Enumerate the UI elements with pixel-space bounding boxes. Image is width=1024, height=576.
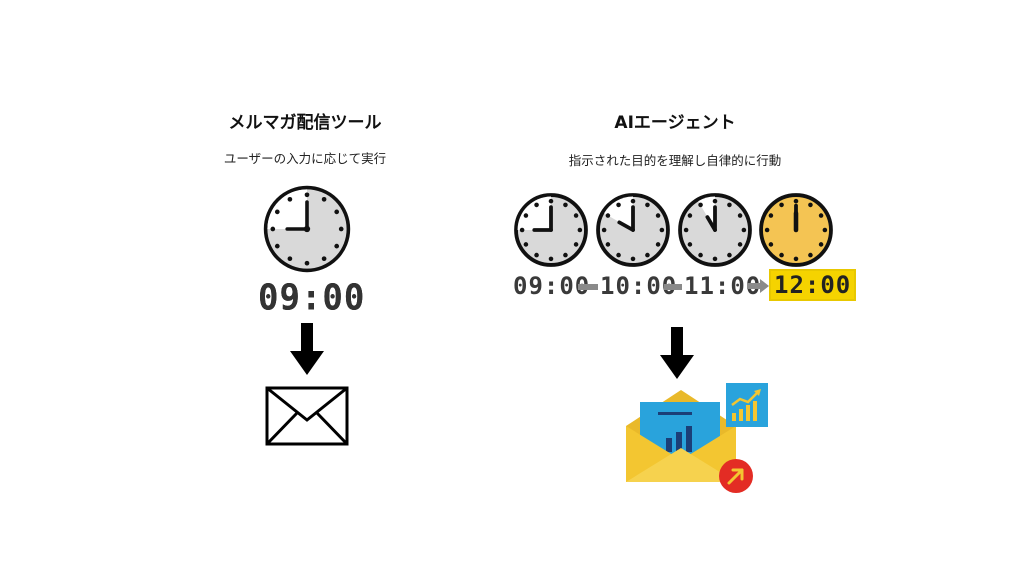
right-clock-icon-9 [513,192,589,268]
left-clock-icon [262,184,352,274]
trend-up-icon [718,458,754,494]
right-clock-icon-11 [677,192,753,268]
right-digital-time-12: 12:00 [771,271,855,299]
right-digital-time-9: 09:00 [513,272,591,300]
time-connector-arrow-icon [747,279,769,293]
time-connector [664,284,682,290]
right-down-arrow-icon [660,327,694,379]
left-title: メルマガ配信ツール [228,113,382,133]
right-title: AIエージェント [614,113,736,133]
right-subtitle: 指示された目的を理解し自律的に行動 [568,153,782,168]
open-envelope-chart-icon [626,390,736,486]
left-subtitle: ユーザーの入力に応じて実行 [223,151,387,166]
time-connector [578,284,598,290]
left-digital-time: 09:00 [258,277,366,319]
left-envelope-icon [265,386,349,446]
right-clock-icon-12 [758,192,834,268]
left-down-arrow-icon [290,323,324,375]
right-clock-icon-10 [595,192,671,268]
growth-chart-icon [726,383,768,427]
right-digital-time-10: 10:00 [600,272,678,300]
